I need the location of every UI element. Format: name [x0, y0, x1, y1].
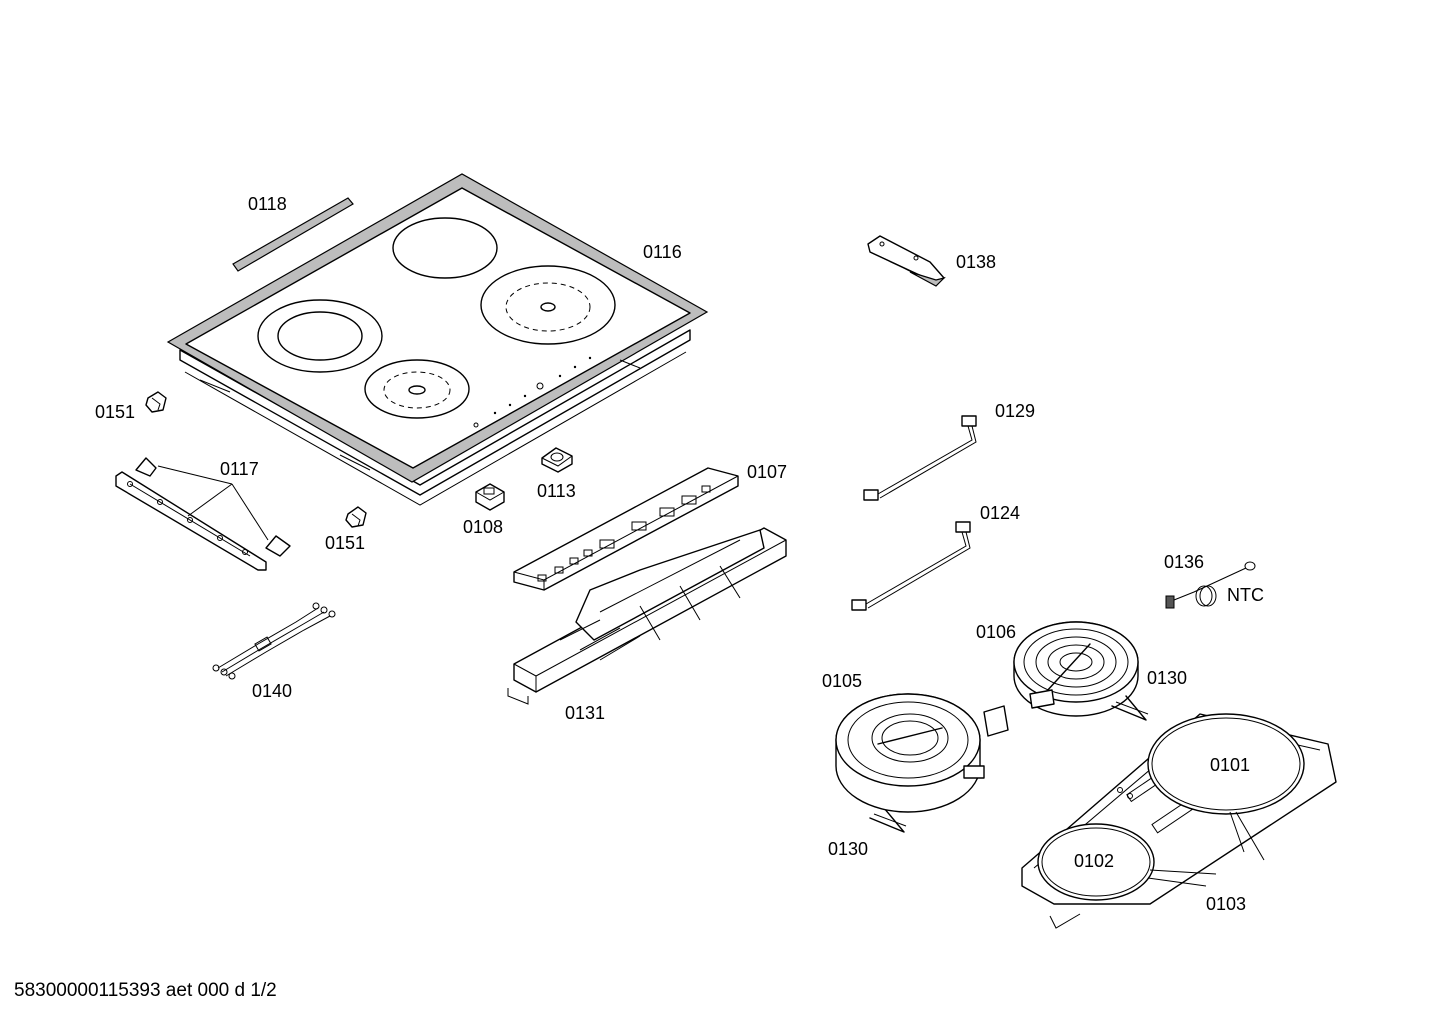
part-0107-control-board [513, 467, 739, 591]
part-0130-clamp-lower [869, 807, 907, 833]
label-0118: 0118 [248, 194, 287, 214]
part-0101-heating-element [1147, 713, 1305, 861]
part-0136-ntc-sensor [1165, 561, 1256, 609]
part-0138-sensor-bracket [867, 235, 946, 287]
label-0138: 0138 [956, 252, 996, 272]
part-0105-heating-element [835, 693, 1009, 813]
part-0102-heating-element [1037, 823, 1217, 901]
label-0136: 0136 [1164, 552, 1204, 572]
label-0102: 0102 [1074, 851, 1114, 871]
part-0151-clip-left [145, 391, 167, 413]
label-0116: 0116 [643, 242, 682, 262]
label-0140: 0140 [252, 681, 292, 701]
label-0106: 0106 [976, 622, 1016, 642]
label-0117: 0117 [220, 459, 259, 479]
label-0105: 0105 [822, 671, 862, 691]
part-0116-hob-top [166, 173, 709, 506]
document-id: 58300000115393 aet 000 d 1/2 [14, 980, 277, 1001]
part-0124-cable [851, 521, 971, 611]
part-0117-mounting-bracket [115, 457, 291, 571]
label-0130-upper: 0130 [1147, 668, 1187, 688]
label-0129: 0129 [995, 401, 1035, 421]
part-0130-clamp-upper [1111, 695, 1149, 721]
label-0130-lower: 0130 [828, 839, 868, 859]
label-0151-left: 0151 [95, 402, 135, 422]
label-0113: 0113 [537, 481, 576, 501]
part-0131-carrier-frame [507, 527, 787, 705]
label-0151-center: 0151 [325, 533, 365, 553]
part-0113-knob [541, 447, 573, 473]
part-0151-clip-center [345, 506, 367, 528]
part-0118-seal-strip [232, 197, 354, 272]
part-0140-wire-harness [212, 602, 336, 680]
label-0101: 0101 [1210, 755, 1250, 775]
label-0103: 0103 [1206, 894, 1246, 914]
label-0124: 0124 [980, 503, 1020, 523]
part-0106-heating-element [1013, 621, 1139, 717]
label-ntc: NTC [1227, 585, 1264, 605]
label-0108: 0108 [463, 517, 503, 537]
label-0131: 0131 [565, 703, 605, 723]
label-0107: 0107 [747, 462, 787, 482]
part-0108-knob [475, 483, 505, 511]
part-0129-cable [863, 415, 977, 501]
